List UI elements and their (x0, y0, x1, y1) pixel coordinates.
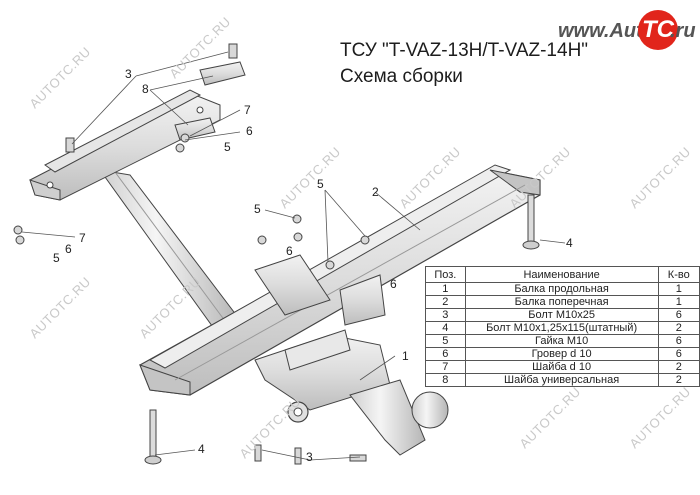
bolt-long-right (522, 194, 540, 250)
cell-pos: 8 (425, 373, 466, 387)
header-name: Наименование (464, 266, 659, 283)
table-row: 4 Болт М10х1,25х115(штатный) 2 (425, 321, 700, 335)
callout-label: 4 (566, 236, 573, 250)
callout-label: 7 (244, 103, 251, 117)
header-pos: Поз. (425, 266, 466, 283)
cell-qty: 6 (657, 347, 700, 361)
cell-name: Балка продольная (464, 282, 659, 296)
callout-label: 7 (79, 231, 86, 245)
autotc-logo: www.Auto TC .ru (558, 10, 698, 50)
cell-qty: 6 (657, 308, 700, 322)
cell-name: Гайка М10 (464, 334, 659, 348)
callout-label: 4 (198, 442, 205, 456)
cell-pos: 2 (425, 295, 466, 309)
callout-label: 1 (402, 349, 409, 363)
callout-label: 6 (246, 124, 253, 138)
cell-pos: 1 (425, 282, 466, 296)
cell-qty: 6 (657, 334, 700, 348)
bolt-long-left (144, 409, 162, 465)
table-row: 2 Балка поперечная 1 (425, 295, 700, 309)
callout-label: 3 (125, 67, 132, 81)
callout-label: 5 (254, 202, 261, 216)
cell-name: Шайба d 10 (464, 360, 659, 374)
table-row: 6 Гровер d 10 6 (425, 347, 700, 361)
callout-label: 5 (224, 140, 231, 154)
cell-qty: 2 (657, 321, 700, 335)
cell-pos: 7 (425, 360, 466, 374)
logo-badge: TC (638, 10, 678, 50)
tow-hitch (254, 329, 449, 456)
drawing-title: ТСУ "T-VAZ-13H/T-VAZ-14H" (340, 40, 589, 61)
callout-label: 6 (65, 242, 72, 256)
callout-label: 6 (390, 277, 397, 291)
cell-pos: 6 (425, 347, 466, 361)
leader-lines (21, 51, 566, 461)
cell-pos: 5 (425, 334, 466, 348)
header-qty: К-во (657, 266, 700, 283)
table-row: 7 Шайба d 10 2 (425, 360, 700, 374)
cell-qty: 1 (657, 282, 700, 296)
cell-qty: 2 (657, 360, 700, 374)
callout-label: 5 (317, 177, 324, 191)
logo-domain: .ru (670, 20, 696, 42)
cell-pos: 3 (425, 308, 466, 322)
callout-label: 8 (142, 82, 149, 96)
cell-name: Шайба универсальная (464, 373, 659, 387)
cell-name: Гровер d 10 (464, 347, 659, 361)
table-row: 5 Гайка М10 6 (425, 334, 700, 348)
table-header-row: Поз. Наименование К-во (425, 266, 700, 283)
table-row: 8 Шайба универсальная 2 (425, 373, 700, 387)
cell-pos: 4 (425, 321, 466, 335)
callout-label: 2 (372, 185, 379, 199)
logo-text: www.Auto (558, 20, 656, 42)
table-row: 3 Болт М10х25 6 (425, 308, 700, 322)
fasteners (13, 43, 370, 465)
parts-table: Поз. Наименование К-во 1 Балка продольна… (425, 266, 700, 387)
cell-name: Болт М10х25 (464, 308, 659, 322)
callout-label: 6 (286, 244, 293, 258)
callout-label: 3 (306, 450, 313, 464)
cross-beam (139, 164, 541, 396)
callout-label: 5 (53, 251, 60, 265)
table-row: 1 Балка продольная 1 (425, 282, 700, 296)
upper-bracket (29, 61, 246, 201)
drawing-subtitle: Схема сборки (340, 66, 463, 87)
cell-name: Болт М10х1,25х115(штатный) (464, 321, 659, 335)
cell-name: Балка поперечная (464, 295, 659, 309)
cell-qty: 1 (657, 295, 700, 309)
cell-qty: 2 (657, 373, 700, 387)
